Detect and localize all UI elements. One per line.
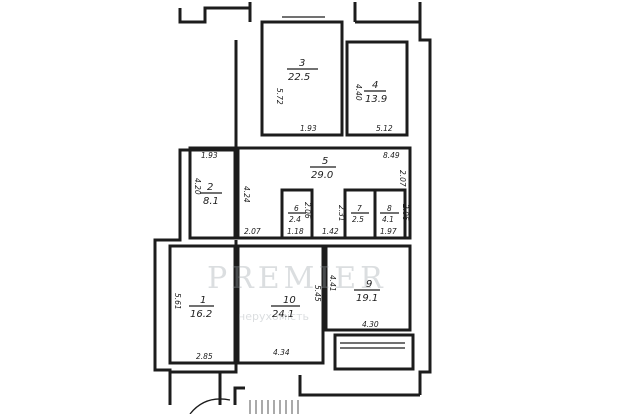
dim-r2-left: 4.20 [193, 178, 202, 195]
dim-r4-left: 4.40 [354, 84, 363, 101]
watermark-sub: нерухомість [238, 310, 309, 323]
room-label-8: 8 4.1 [380, 204, 399, 224]
room-label-5: 5 29.0 [310, 156, 336, 181]
room-number: 8 [387, 204, 392, 213]
room-number: 7 [357, 204, 362, 213]
dim-r1-bottom: 2.85 [196, 352, 213, 361]
room-number: 9 [366, 279, 372, 290]
watermark-brand: PREMIER [207, 261, 387, 296]
room-label-7: 7 2.5 [351, 204, 369, 224]
room-label-9: 9 19.1 [354, 279, 380, 304]
room-label-3: 3 22.5 [287, 58, 318, 83]
room-number: 2 [207, 182, 213, 193]
upper-rooms [260, 16, 409, 137]
room-area: 2.5 [352, 215, 364, 224]
dim-r5-left: 4.24 [242, 186, 251, 203]
room-area: 19.1 [356, 293, 378, 304]
dim-r3-left: 5.72 [275, 88, 284, 105]
room-label-6: 6 2.4 [288, 204, 306, 224]
room-area: 24.1 [272, 309, 294, 320]
room-label-2: 2 8.1 [200, 182, 222, 207]
dim-r5-right: 2.07 [398, 170, 407, 187]
dim-r7-bottom: 1.42 [322, 227, 339, 236]
room-number: 1 [200, 295, 206, 306]
dim-r8-bottom: 1.97 [380, 227, 397, 236]
room-number: 5 [322, 156, 328, 167]
dim-r9-left: 4.41 [328, 275, 337, 292]
room-number: 10 [283, 295, 296, 306]
room-label-1: 1 16.2 [189, 295, 214, 320]
dim-r2-top: 1.93 [201, 151, 218, 160]
dim-r5-bottomleft: 2.07 [244, 227, 261, 236]
dim-r8-height: 2.06 [401, 204, 410, 221]
room-area: 8.1 [203, 196, 219, 207]
room-area: 2.4 [289, 215, 301, 224]
middle-rooms [188, 146, 412, 240]
room-area: 29.0 [311, 170, 333, 181]
dimension-labels: 5.72 1.93 4.40 5.12 1.93 4.20 8.49 4.24 … [173, 84, 410, 361]
stairs [189, 398, 299, 414]
dim-r4-bottom: 5.12 [376, 124, 393, 133]
room-area: 16.2 [190, 309, 212, 320]
dim-r1-left: 5.61 [173, 293, 182, 310]
dim-r9-bottom: 4.30 [362, 320, 379, 329]
room-area: 4.1 [382, 215, 394, 224]
dim-r6-width: 1.18 [287, 227, 304, 236]
dim-r5-top: 8.49 [383, 151, 400, 160]
room-label-10: 10 24.1 [271, 295, 300, 320]
room-number: 6 [294, 204, 299, 213]
room-label-4: 4 13.9 [364, 80, 387, 105]
room-number: 3 [299, 58, 305, 69]
dim-r10-bottom: 4.34 [273, 348, 290, 357]
lower-rooms [168, 244, 415, 371]
dim-r6-height: 2.06 [303, 202, 312, 219]
room-area: 13.9 [365, 94, 387, 105]
dim-r3-bottom: 1.93 [300, 124, 317, 133]
dim-r10-right: 5.45 [313, 285, 322, 302]
room-area: 22.5 [288, 72, 310, 83]
room-number: 4 [372, 80, 378, 91]
dim-r7-height: 2.31 [337, 205, 346, 222]
